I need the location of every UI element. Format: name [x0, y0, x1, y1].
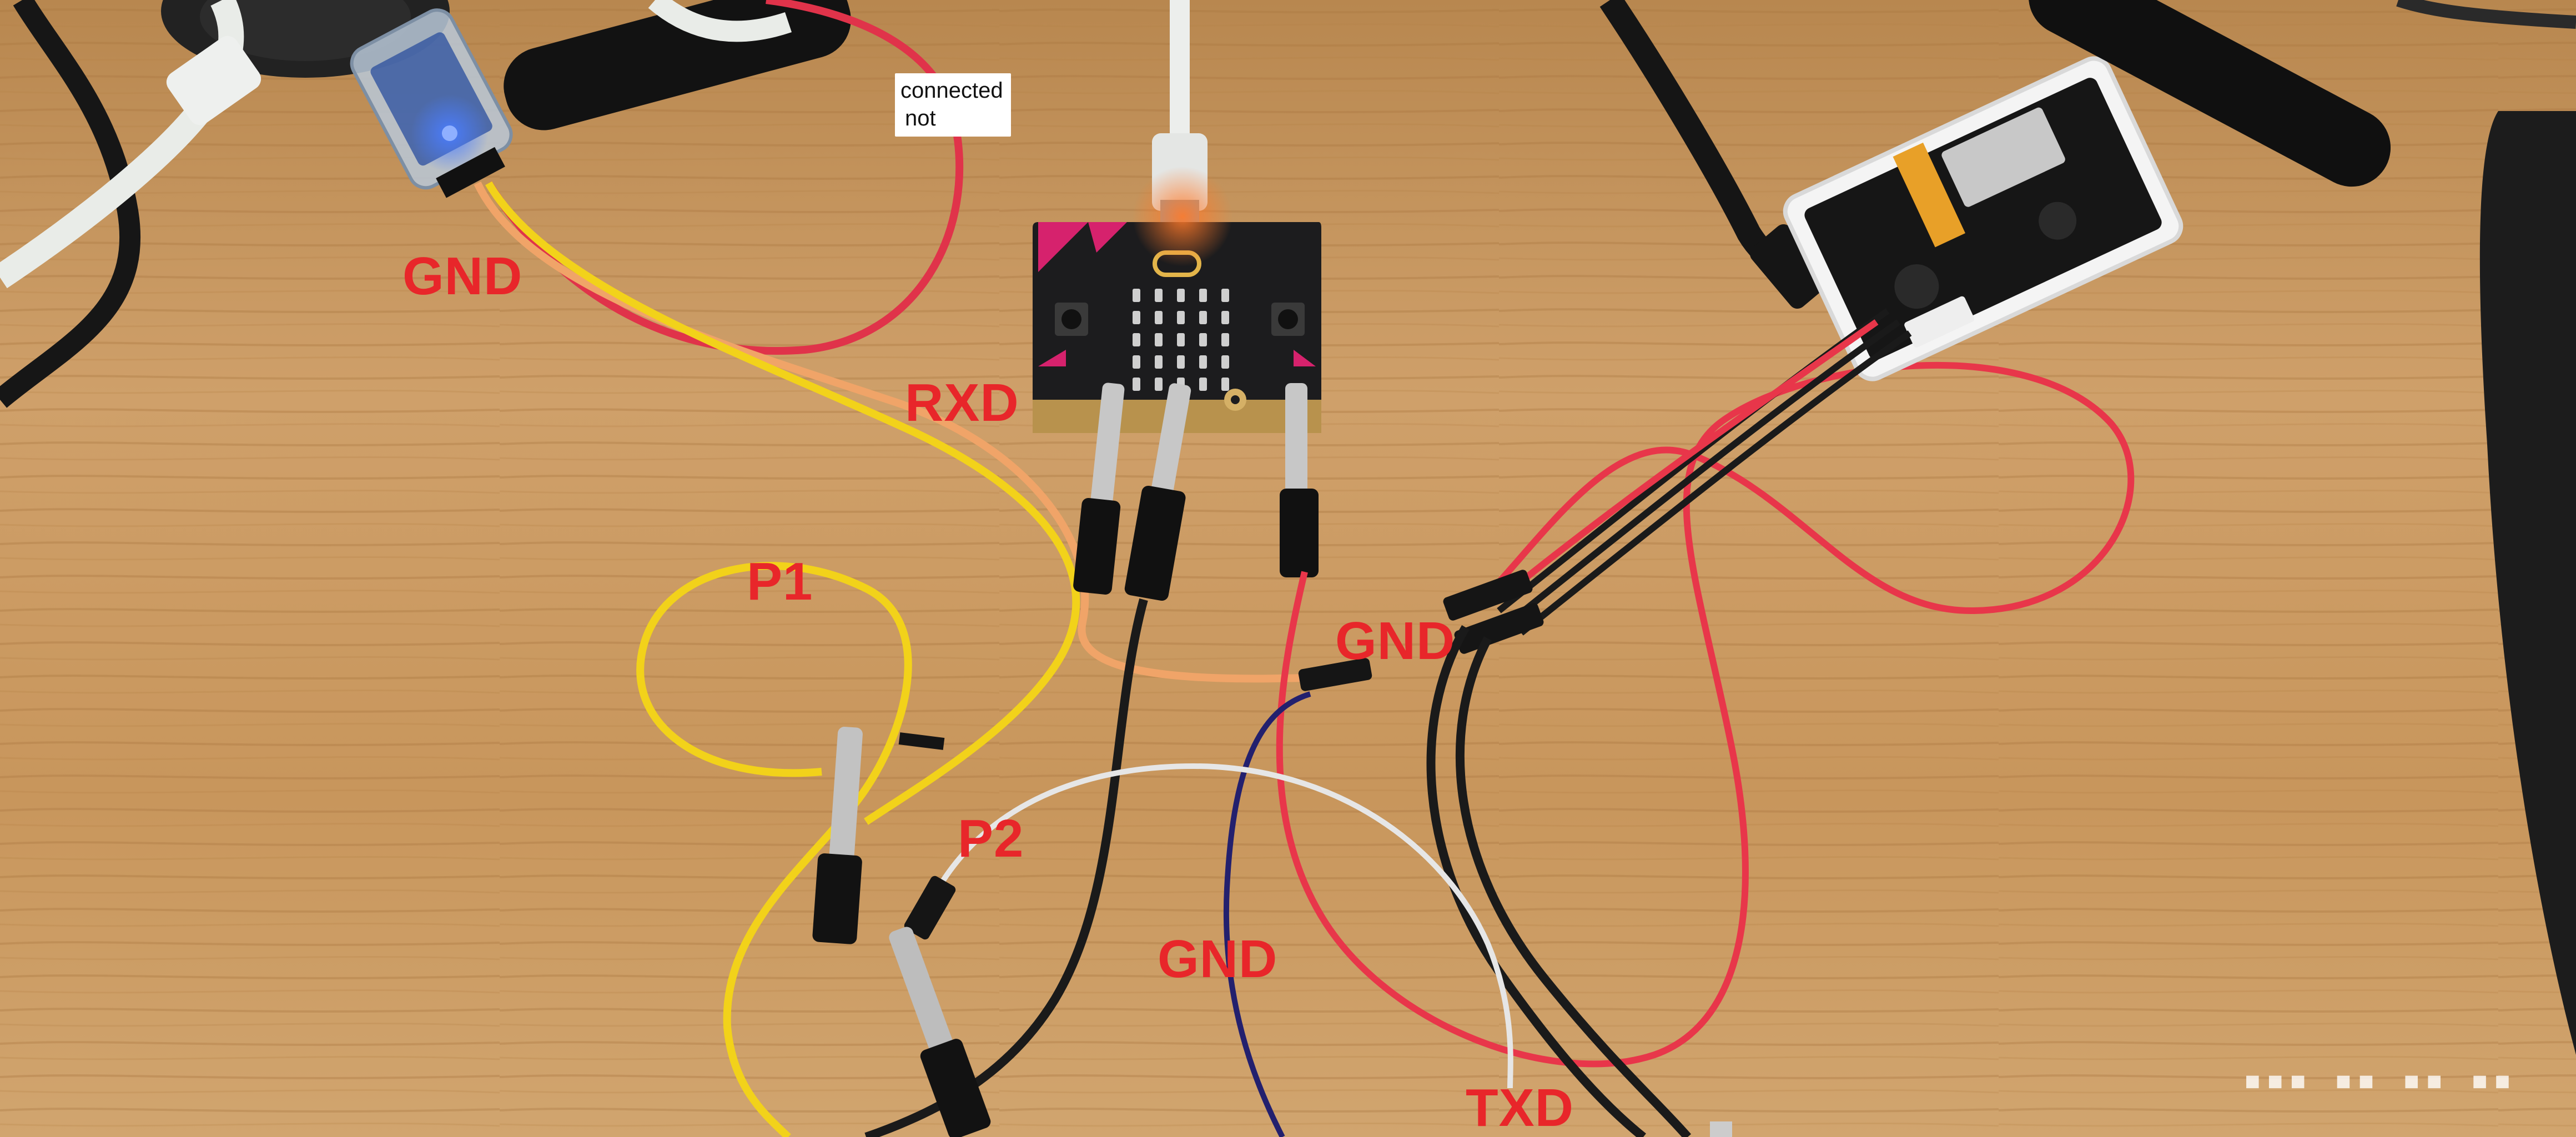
- led-matrix: [1133, 289, 1229, 391]
- red-wire-gnd: [1276, 361, 2135, 1068]
- note-line-not: not: [905, 106, 936, 130]
- clip-black-lower: [889, 927, 991, 1137]
- label-txd: TXD: [1466, 1078, 1574, 1137]
- clip-gnd: [1280, 383, 1319, 577]
- dupont-connector-2: [1454, 603, 1544, 654]
- clip-p0: [1073, 383, 1125, 595]
- clip-p1: [1124, 383, 1191, 601]
- black-cable-top-left: [0, 0, 141, 408]
- camera-module: [1783, 56, 2183, 381]
- yellow-wire-loop: [636, 562, 912, 1137]
- label-p2: P2: [958, 809, 1024, 868]
- red-wire-loop: [485, 0, 964, 355]
- label-p1: P1: [747, 552, 813, 611]
- connection-note: connected not: [895, 73, 1011, 137]
- white-wire: [935, 763, 1513, 1089]
- camera-ribbon-black-2: [1508, 319, 1901, 625]
- black-stick-top-right: [2028, 0, 2391, 187]
- dupont-connector-1: [1443, 570, 1533, 621]
- label-gnd-bottom: GND: [1158, 929, 1278, 989]
- black-stick-top: [504, 0, 851, 130]
- camera-ribbon-black-3: [1519, 330, 1912, 636]
- yellow-wire-top: [485, 181, 1080, 825]
- black-mat: [2479, 111, 2576, 1055]
- microbit-board: [1033, 167, 1321, 433]
- blue-wire: [1223, 691, 1311, 1137]
- black-wire-bottom-right-1: [1426, 625, 1646, 1137]
- usb-serial-adapter: [350, 8, 513, 198]
- label-gnd-right: GND: [1335, 611, 1456, 671]
- camera-ribbon-red: [1497, 319, 1879, 602]
- note-line-connected: connected: [900, 78, 1003, 103]
- label-rxd: RXD: [905, 373, 1019, 432]
- black-wire-bottom-right-2: [1455, 636, 1692, 1137]
- label-gnd-top-left: GND: [402, 246, 523, 306]
- dupont-connector-3: [1298, 658, 1372, 691]
- timestamp-watermark: ▪▪▪ ▪▪ ▪▪ ▪▪: [2243, 1060, 2516, 1098]
- clip-yellow-lower: [812, 727, 863, 944]
